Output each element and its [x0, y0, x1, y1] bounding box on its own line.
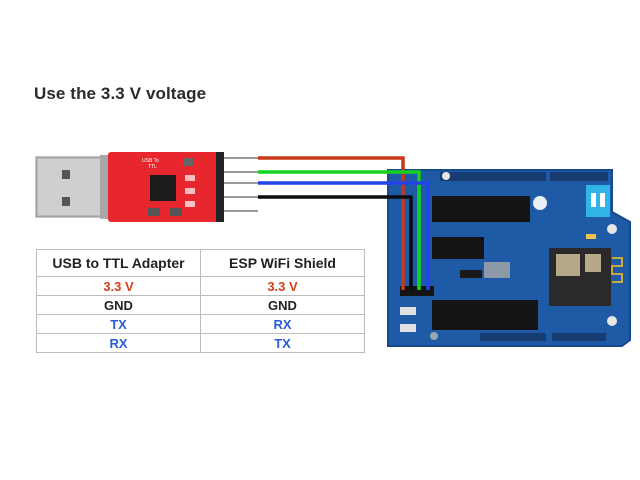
dip-switch — [586, 185, 610, 217]
wire-3v3 — [258, 156, 405, 290]
pin-mapping-table: USB to TTL Adapter ESP WiFi Shield 3.3 V… — [36, 249, 365, 353]
table-row: RX TX — [36, 333, 365, 353]
header-esp-wifi-shield: ESP WiFi Shield — [200, 249, 365, 277]
adapter-pin: RX — [36, 333, 201, 353]
wire-gnd — [258, 195, 413, 290]
shield-pin: 3.3 V — [200, 276, 365, 296]
adapter-pin: GND — [36, 295, 201, 315]
table-row: 3.3 V 3.3 V — [36, 276, 365, 296]
svg-text:USB To: USB To — [142, 158, 159, 164]
adapter-pin: TX — [36, 314, 201, 334]
table-row: TX RX — [36, 314, 365, 334]
table-header-row: USB to TTL Adapter ESP WiFi Shield — [36, 249, 365, 277]
svg-text:TTL: TTL — [148, 164, 157, 170]
adapter-pin: 3.3 V — [36, 276, 201, 296]
esp-wifi-shield-board — [387, 169, 631, 347]
wire-tx-rx — [258, 170, 421, 290]
shield-pin: RX — [200, 314, 365, 334]
diagram-title: Use the 3.3 V voltage — [34, 84, 207, 103]
shield-pin: GND — [200, 295, 365, 315]
wire-rx-tx — [258, 181, 430, 290]
usb-plug — [35, 155, 110, 219]
table-row: GND GND — [36, 295, 365, 315]
adapter-chip — [150, 175, 176, 201]
wires — [258, 156, 430, 290]
usb-ttl-adapter-board: USB To TTL — [108, 152, 258, 222]
header-usb-ttl-adapter: USB to TTL Adapter — [36, 249, 201, 277]
shield-pin: TX — [200, 333, 365, 353]
